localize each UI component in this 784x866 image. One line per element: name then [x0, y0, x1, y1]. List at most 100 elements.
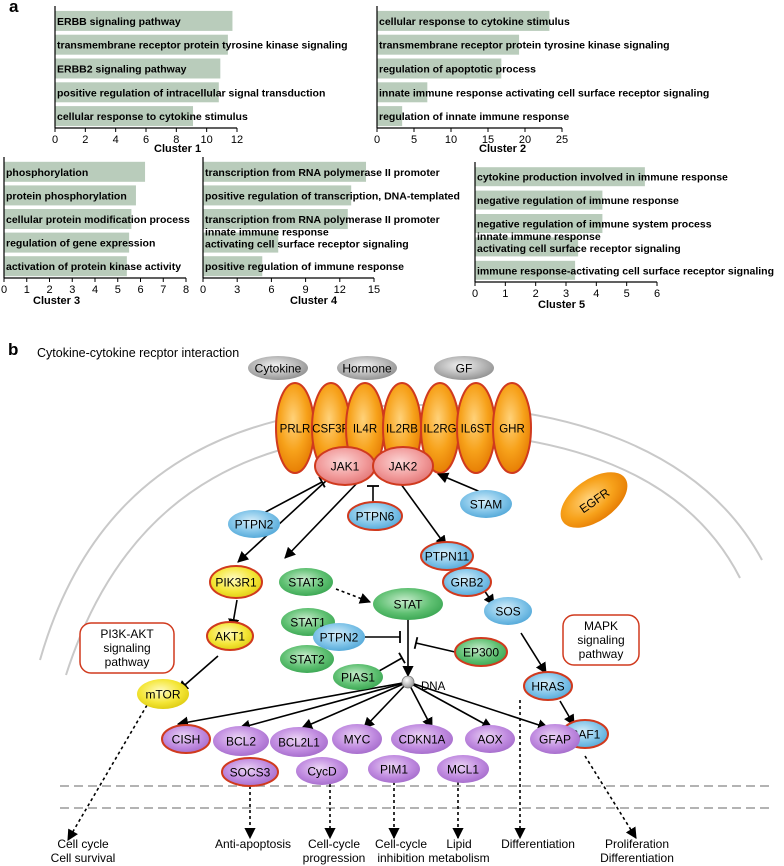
bar-category-label-line: negative regulation of immune system pro…	[477, 219, 712, 231]
outcome-label-line: inhibition	[377, 851, 424, 865]
bar	[55, 106, 194, 127]
x-tick-label: 8	[183, 284, 189, 296]
node-mtor-label: mTOR	[145, 688, 180, 702]
x-tick-label: 12	[334, 284, 346, 296]
node-jak1-label-line: JAK1	[331, 460, 360, 474]
edge-stat3-to-stat	[335, 588, 372, 604]
x-tick-label-line: 9	[303, 284, 309, 296]
node-hras: HRAS	[523, 671, 573, 701]
node-pim1-shape	[368, 755, 420, 783]
node-jak2-shape	[372, 446, 434, 486]
chart-title-line: Cluster 1	[154, 143, 201, 155]
x-tick-label-line: 4	[593, 288, 599, 300]
chart-title-line: Cluster 3	[33, 295, 80, 307]
receptor-il2rg-label-line: IL2RG	[423, 424, 456, 436]
bar-category-label: phosphorylation	[6, 167, 88, 179]
edge-jak2-to-ptpn11	[397, 479, 447, 547]
receptor-il2rb-label: IL2RB	[386, 424, 418, 436]
node-ptpn2-lower-shape	[313, 623, 365, 651]
x-tick-label-line: 2	[46, 284, 52, 296]
x-tick-label-line: 12	[231, 134, 243, 146]
node-bcl2-label: BCL2	[226, 735, 256, 749]
node-pik3r1: PIK3R1	[209, 565, 263, 599]
receptor-csf3r-label-line: CSF3R	[312, 424, 350, 436]
node-ptpn11-shape	[420, 541, 474, 571]
x-tick-label-line: 0	[200, 284, 206, 296]
edge-dna-to-target-6	[407, 681, 493, 729]
bar-category-label-line: immune response-activating cell surface …	[477, 265, 774, 277]
node-gfap-label: GFAP	[539, 733, 571, 747]
node-jak2: JAK2	[372, 446, 434, 486]
bar-category-label-line: transcription from RNA polymerase II pro…	[205, 167, 440, 179]
node-mtor: mTOR	[137, 679, 189, 709]
bar-category-label-line: phosphorylation	[6, 167, 88, 179]
node-sos-label-line: SOS	[495, 605, 520, 619]
dna-icon	[401, 675, 415, 689]
bar	[55, 34, 228, 55]
outcome-arrow-cell-cycle	[67, 699, 151, 841]
node-mtor-shape	[137, 679, 189, 709]
receptor-prlr-label: PRLR	[280, 424, 311, 436]
x-tick-label-line: 6	[654, 288, 660, 300]
x-tick-label-line: 6	[137, 284, 143, 296]
x-tick-label: 6	[137, 284, 143, 296]
node-stat3-shape	[279, 568, 333, 596]
bar-category-label-line: regulation of innate immune response	[379, 111, 569, 123]
panel-b-letter: b	[8, 340, 19, 359]
bar-category-label: ERBB signaling pathway	[57, 16, 181, 28]
node-ep300: EP300	[454, 637, 508, 667]
node-stam-shape	[460, 490, 512, 518]
edge-sos-to-hras	[520, 632, 547, 674]
x-tick-label: 8	[173, 134, 179, 146]
node-ptpn2-lower-label-line: PTPN2	[320, 631, 359, 645]
node-stam-label: STAM	[470, 498, 502, 512]
box-pi3k-akt-pathway-border	[79, 622, 175, 674]
panel-a-letter: a	[9, 0, 19, 16]
panel-a-charts: ERBB signaling pathway transmembrane rece…	[1, 6, 774, 311]
bar	[377, 58, 502, 79]
bar-category-label: cellular response to cytokine stimulus	[379, 16, 570, 28]
bar-category-label: positive regulation of immune response	[205, 261, 404, 273]
ligand-hormone-shape	[337, 356, 397, 380]
bar	[203, 209, 348, 229]
receptor-csf3r-label: CSF3R	[312, 424, 350, 436]
ligand-cytokine-label-line: Cytokine	[255, 362, 302, 376]
node-stam: STAM	[460, 490, 512, 518]
x-tick-label: 5	[115, 284, 121, 296]
x-tick-label-line: 4	[113, 134, 119, 146]
edge-akt1-to-mtor	[177, 655, 219, 692]
x-tick-label: 0	[200, 284, 206, 296]
node-pik3r1-label: PIK3R1	[215, 576, 257, 590]
bar-category-label: cytokine production involved in immune r…	[477, 172, 728, 184]
bar	[4, 209, 132, 229]
dna-label: DNA	[421, 681, 446, 693]
box-mapk-pathway-label-line: MAPK	[584, 619, 618, 633]
bar-category-label-line: activation of protein kinase activity	[6, 261, 181, 273]
bar-category-label-line: cellular response to cytokine stimulus	[379, 16, 570, 28]
outcome-label-line: progression	[303, 851, 366, 865]
box-mapk-pathway-border	[562, 614, 640, 666]
node-akt1-shape	[206, 621, 254, 651]
bar	[475, 167, 645, 187]
edge-dna-to-target-3	[300, 681, 409, 730]
node-bcl2l1: BCL2L1	[270, 727, 328, 757]
node-stat-label: STAT	[394, 598, 424, 612]
bar-category-label-line: protein phosphorylation	[6, 190, 127, 202]
edge-ptpn2-inhibits-jak1-bar	[318, 476, 326, 488]
bar	[475, 214, 603, 233]
x-tick-label: 5	[411, 134, 417, 146]
chart-title-line: Cluster 2	[479, 143, 526, 155]
node-ptpn2-upper: PTPN2	[228, 510, 280, 538]
bar-category-label-line: transmembrane receptor protein tyrosine …	[379, 40, 670, 52]
node-pias1-label-line: PIAS1	[341, 671, 375, 685]
node-bcl2-label-line: BCL2	[226, 735, 256, 749]
bar	[203, 161, 367, 182]
ligand-gf-shape	[434, 356, 494, 380]
chart-title: Cluster 5	[538, 299, 585, 311]
